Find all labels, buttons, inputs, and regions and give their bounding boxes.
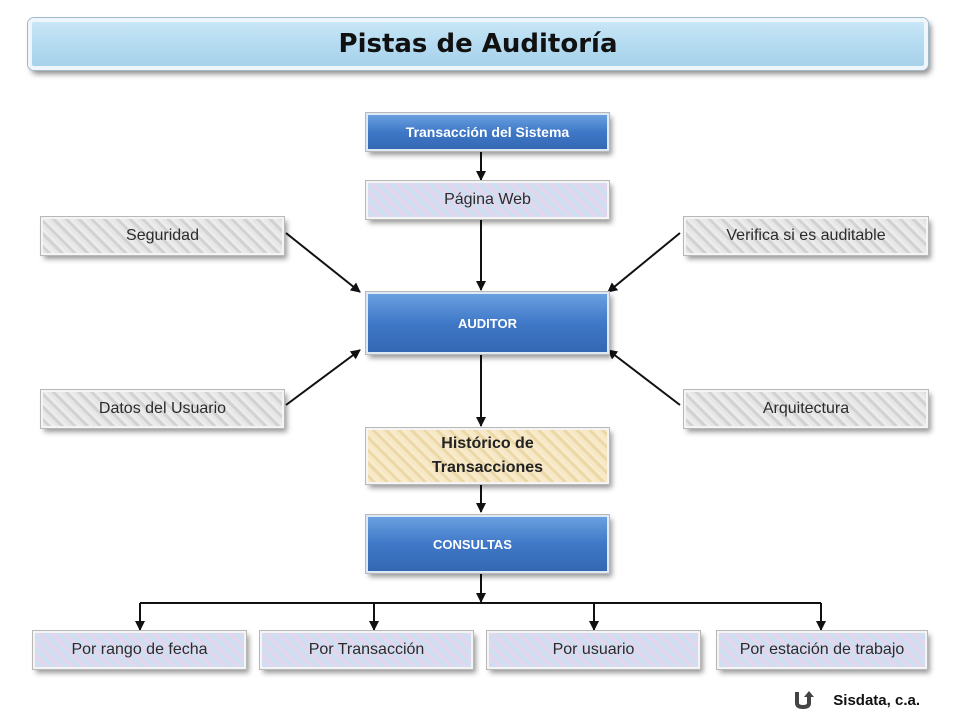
node-historico-line2: Transacciones bbox=[431, 459, 544, 476]
node-auditor: AUDITOR bbox=[366, 292, 609, 354]
node-seguridad: Seguridad bbox=[41, 217, 284, 255]
node-por-usuario-label: Por usuario bbox=[552, 641, 635, 658]
arrow-seguridad-to-auditor bbox=[285, 232, 361, 293]
node-consultas: CONSULTAS bbox=[366, 515, 609, 573]
node-seguridad-label: Seguridad bbox=[126, 227, 199, 244]
node-pagina-web: Página Web bbox=[366, 181, 609, 219]
node-transaccion-label: Transacción del Sistema bbox=[405, 124, 570, 140]
node-por-transaccion-label: Por Transacción bbox=[308, 641, 425, 658]
node-por-rango-label: Por rango de fecha bbox=[71, 641, 208, 658]
node-datos-usuario: Datos del Usuario bbox=[41, 390, 284, 428]
node-por-rango-fecha: Por rango de fecha bbox=[33, 631, 246, 669]
arrow-arquitectura-to-auditor bbox=[607, 349, 681, 406]
node-arquitectura-label: Arquitectura bbox=[762, 400, 850, 417]
node-por-usuario: Por usuario bbox=[487, 631, 700, 669]
page-title: Pistas de Auditoría bbox=[338, 29, 618, 59]
arrow-verifica-to-auditor bbox=[607, 232, 681, 293]
node-por-estacion-trabajo: Por estación de trabajo bbox=[717, 631, 927, 669]
node-auditor-label: AUDITOR bbox=[458, 315, 517, 331]
node-transaccion-sistema: Transacción del Sistema bbox=[366, 113, 609, 151]
return-arrow-icon[interactable] bbox=[792, 688, 814, 710]
footer-company: Sisdata, c.a. bbox=[833, 692, 920, 709]
node-verifica-label: Verifica si es auditable bbox=[726, 227, 886, 244]
node-datos-usuario-label: Datos del Usuario bbox=[98, 400, 227, 417]
arrow-datos-to-auditor bbox=[285, 349, 361, 406]
node-pagina-web-label: Página Web bbox=[444, 191, 531, 208]
node-consultas-label: CONSULTAS bbox=[433, 536, 512, 552]
node-arquitectura: Arquitectura bbox=[684, 390, 928, 428]
node-historico-transacciones: Histórico de Transacciones bbox=[366, 428, 609, 484]
node-verifica-auditable: Verifica si es auditable bbox=[684, 217, 928, 255]
node-historico-line1: Histórico de bbox=[441, 435, 534, 452]
title-banner: Pistas de Auditoría bbox=[28, 18, 928, 70]
node-por-estacion-label: Por estación de trabajo bbox=[739, 641, 905, 658]
node-por-transaccion: Por Transacción bbox=[260, 631, 473, 669]
